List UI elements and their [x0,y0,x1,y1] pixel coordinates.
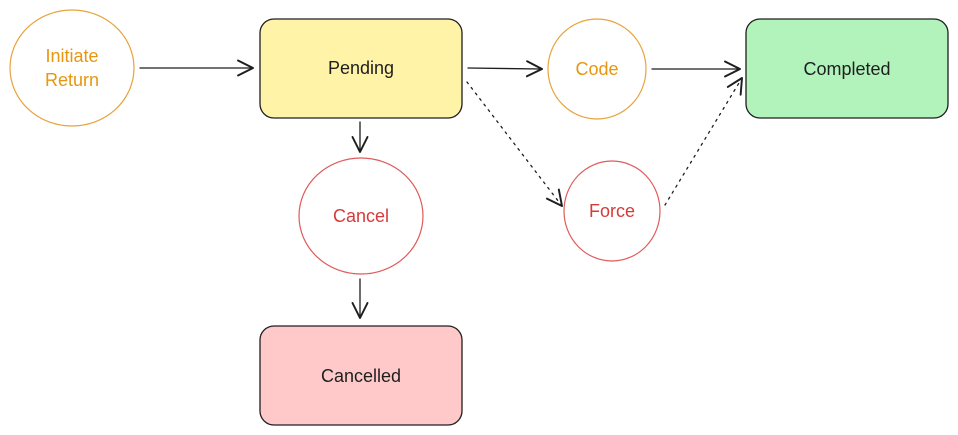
initiate-return-circle [9,9,135,127]
initiate-return-label-line1: Initiate [45,46,98,66]
cancel-label: Cancel [333,206,389,226]
completed-box [745,18,949,119]
node-cancelled[interactable]: Cancelled [259,325,463,426]
cancel-circle [298,157,424,275]
edge-force-to-completed [664,77,743,206]
node-initiate-return[interactable]: Initiate Return [9,9,135,127]
edges [139,59,743,319]
node-pending[interactable]: Pending [259,18,463,119]
node-force[interactable]: Force [563,160,661,262]
edge-pending-to-code [467,60,543,78]
completed-label: Completed [803,59,890,79]
node-cancel[interactable]: Cancel [298,157,424,275]
code-circle [547,18,647,120]
force-circle [563,160,661,262]
node-code[interactable]: Code [547,18,647,120]
node-completed[interactable]: Completed [745,18,949,119]
cancelled-box [259,325,463,426]
code-label: Code [575,59,618,79]
force-label: Force [589,201,635,221]
pending-label: Pending [328,58,394,78]
cancelled-label: Cancelled [321,366,401,386]
initiate-return-label-line2: Return [45,70,99,90]
pending-box [259,18,463,119]
edge-pending-to-force [466,81,563,207]
